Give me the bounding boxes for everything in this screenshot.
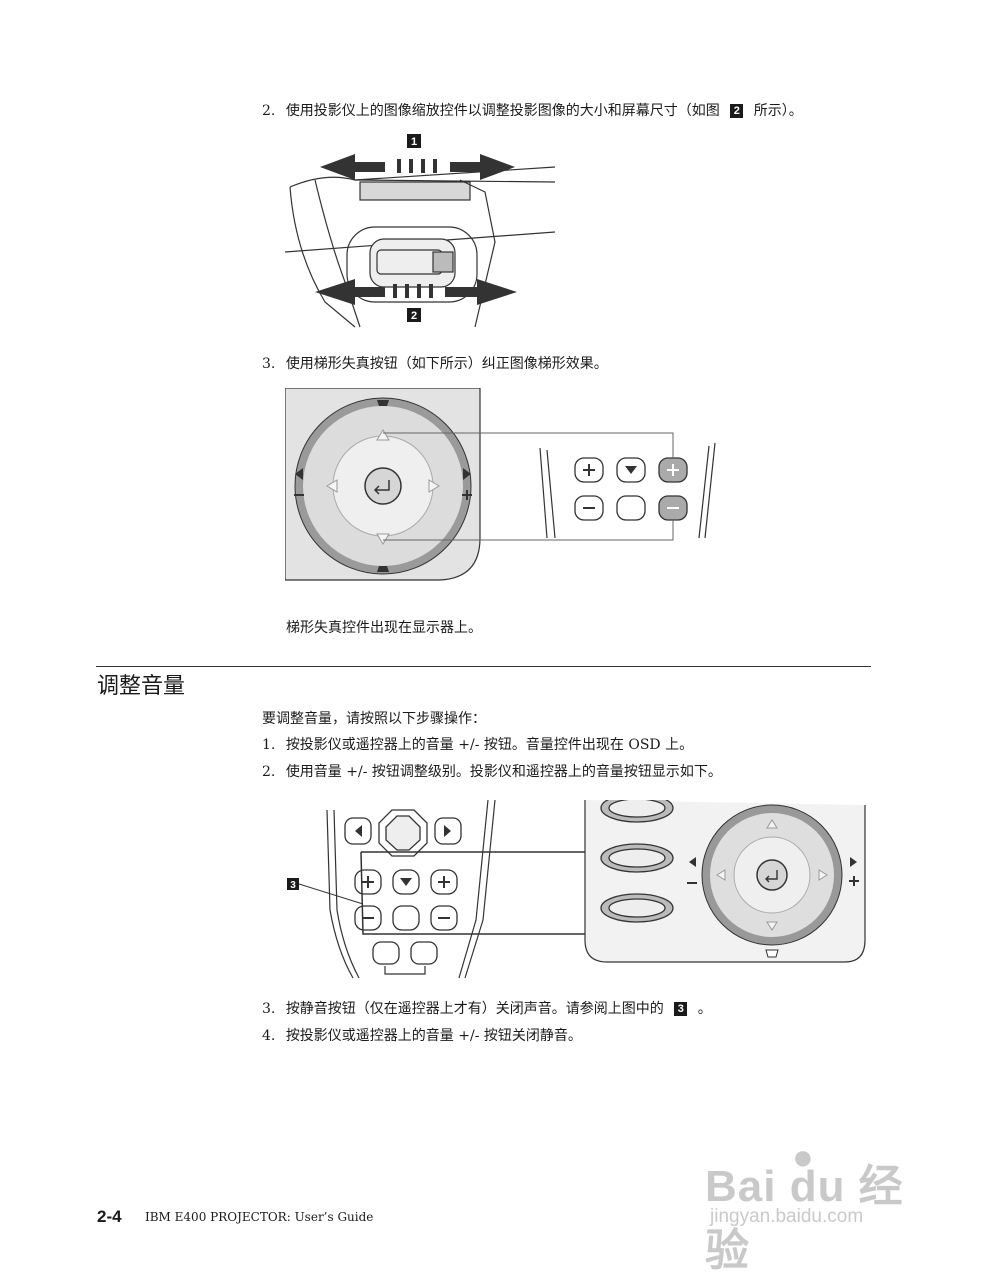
step-text: 按投影仪或遥控器上的音量 +/- 按钮关闭静音。: [285, 1028, 582, 1044]
arrow-bottom: [315, 279, 517, 305]
volume-step-4: 4. 按投影仪或遥控器上的音量 +/- 按钮关闭静音。: [262, 1027, 582, 1045]
step-text: 使用投影仪上的图像缩放控件以调整投影图像的大小和屏幕尺寸（如图: [285, 103, 720, 119]
step-number: 2.: [262, 103, 276, 119]
step-text: 按投影仪或遥控器上的音量 +/- 按钮。音量控件出现在 OSD 上。: [285, 737, 694, 753]
step-number: 2.: [262, 764, 276, 780]
step-text-tail: 所示）。: [753, 103, 803, 119]
enter-icon: [373, 480, 390, 495]
keystone-figure: [285, 388, 716, 581]
arrow-up-icon: [376, 429, 390, 441]
arrow-down-icon: [376, 533, 390, 545]
keystone-note: 梯形失真控件出现在显示器上。: [286, 620, 482, 636]
keystone-bottom-icon: [377, 566, 389, 572]
figure-callout-badge: 3: [674, 1002, 688, 1016]
arrow-top: [320, 154, 515, 180]
volume-step-3: 3. 按静音按钮（仅在遥控器上才有）关闭声音。请参阅上图中的 3 。: [262, 1000, 712, 1018]
watermark-brand: Bai du 经验: [705, 1162, 904, 1275]
volume-step-2: 2. 使用音量 +/- 按钮调整级别。投影仪和遥控器上的音量按钮显示如下。: [262, 763, 722, 781]
callout-1: 1: [411, 136, 417, 148]
step-text: 使用梯形失真按钮（如下所示）纠正图像梯形效果。: [285, 356, 608, 372]
watermark: ● Bai du 经验 jingyan.baidu.com: [700, 1130, 940, 1275]
section-intro: 要调整音量，请按照以下步骤操作：: [262, 711, 486, 727]
volume-buttons-figure: 3: [287, 800, 866, 979]
step-2: 2. 使用投影仪上的图像缩放控件以调整投影图像的大小和屏幕尺寸（如图 2 所示）…: [262, 102, 803, 120]
volume-step-1: 1. 按投影仪或遥控器上的音量 +/- 按钮。音量控件出现在 OSD 上。: [262, 736, 693, 754]
arrow-left-icon: [326, 479, 338, 493]
section-divider: [96, 666, 871, 667]
step-text: 按静音按钮（仅在遥控器上才有）关闭声音。请参阅上图中的: [285, 1001, 664, 1017]
step-number: 3.: [262, 356, 276, 372]
step-3: 3. 使用梯形失真按钮（如下所示）纠正图像梯形效果。: [262, 355, 608, 373]
watermark-url: jingyan.baidu.com: [710, 1206, 864, 1227]
step-number: 3.: [262, 1001, 276, 1017]
paw-icon: ●: [792, 1136, 814, 1177]
zoom-control-figure: 1 2: [285, 134, 555, 328]
footer-title: IBM E400 PROJECTOR: User’s Guide: [145, 1210, 374, 1224]
remote-buttons: [574, 457, 688, 521]
step-number: 1.: [262, 737, 276, 753]
step-text-tail: 。: [697, 1001, 712, 1017]
keystone-top-icon: [377, 400, 389, 406]
step-text: 使用音量 +/- 按钮调整级别。投影仪和遥控器上的音量按钮显示如下。: [285, 764, 722, 780]
page-number: 2-4: [97, 1207, 122, 1226]
step-number: 4.: [262, 1028, 276, 1044]
figure-callout-badge: 2: [730, 104, 744, 118]
section-title: 调整音量: [97, 674, 186, 699]
callout-2: 2: [411, 310, 417, 322]
volume-right-icon: [463, 468, 471, 480]
volume-left-icon: [295, 468, 303, 480]
arrow-right-icon: [428, 479, 440, 493]
callout-3: 3: [290, 880, 296, 891]
